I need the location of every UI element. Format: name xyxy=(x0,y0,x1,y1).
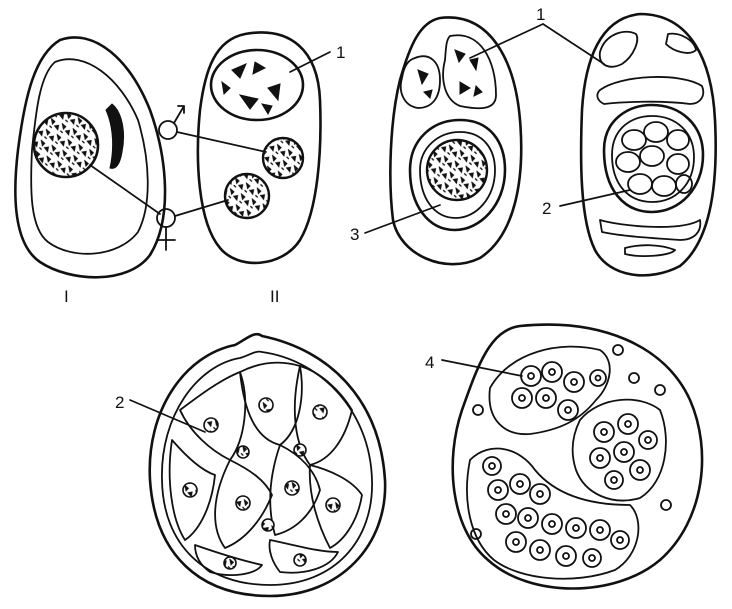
cell-VI xyxy=(453,325,702,589)
male-nucleus xyxy=(263,138,303,178)
label-roman-I: I xyxy=(64,287,69,306)
egg-cell-cluster xyxy=(616,122,692,196)
elongated-cells xyxy=(170,363,362,575)
leader-2-bottom xyxy=(130,400,205,432)
label-3: 3 xyxy=(350,225,359,244)
cell-V xyxy=(150,334,385,596)
cell-clusters-VI xyxy=(471,345,671,567)
leader-1-right-b xyxy=(543,24,604,64)
male-symbol xyxy=(159,106,184,139)
female-nucleus xyxy=(225,174,269,218)
label-1-cell-II: 1 xyxy=(336,43,345,62)
leader-male-to-nucleus xyxy=(177,132,266,152)
embryo-nucleus xyxy=(427,140,487,200)
leader-I-nucleus-to-female xyxy=(90,165,160,214)
cell-I xyxy=(15,37,165,277)
leader-1-cell-II xyxy=(290,52,330,72)
label-1-right: 1 xyxy=(536,5,545,24)
label-2-bottom: 2 xyxy=(115,393,124,412)
label-2-top: 2 xyxy=(542,199,551,218)
cell-II xyxy=(198,32,321,262)
vegetative-nucleus-II xyxy=(211,50,303,120)
label-roman-II: II xyxy=(270,287,279,306)
cell-III xyxy=(390,17,521,264)
vegetative-nucleus xyxy=(34,113,98,177)
generative-cell-body xyxy=(106,104,124,168)
cell-nuclei-V xyxy=(183,398,340,569)
label-4: 4 xyxy=(425,353,434,372)
cell-IV xyxy=(581,14,716,275)
